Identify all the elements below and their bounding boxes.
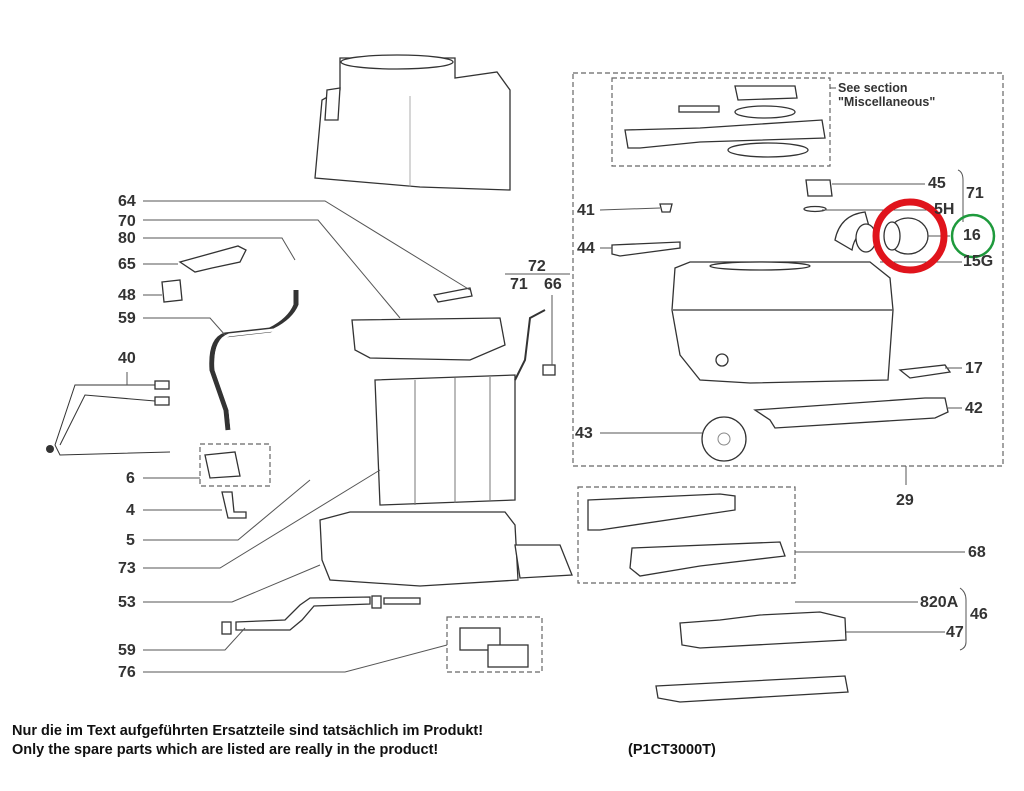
part-64	[432, 287, 473, 303]
label-76: 76	[118, 664, 136, 681]
part-66	[542, 364, 556, 376]
label-41: 41	[577, 202, 595, 219]
label-4: 4	[126, 502, 135, 519]
label-47: 47	[946, 624, 964, 641]
label-53: 53	[118, 594, 136, 611]
leader-lines	[126, 87, 967, 673]
label-5: 5	[126, 532, 135, 549]
notice-english: Only the spare parts which are listed ar…	[12, 742, 439, 758]
part-4	[221, 491, 247, 519]
hose-59-lower	[235, 596, 371, 631]
part-65	[178, 245, 247, 273]
label-43: 43	[575, 425, 593, 442]
top-cover-part	[314, 54, 511, 191]
label-46: 46	[970, 606, 988, 623]
label-72: 72	[528, 258, 546, 275]
part-45	[805, 179, 833, 197]
valve-6-part	[204, 451, 241, 479]
label-70: 70	[118, 213, 136, 230]
cover-68a-part	[587, 493, 736, 531]
highlight-red-circle	[872, 198, 948, 274]
base-tray-53	[319, 511, 519, 587]
group-76-box	[446, 616, 543, 673]
label-44: 44	[577, 240, 595, 257]
seal-15h-part	[883, 221, 901, 251]
label-71-center: 71	[510, 276, 528, 293]
label-68: 68	[968, 544, 986, 561]
label-15h: 5H	[934, 201, 955, 218]
label-65: 65	[118, 256, 136, 273]
label-15g: 15G	[963, 253, 994, 270]
clip-76b	[487, 644, 529, 668]
notice-german: Nur die im Text aufgeführten Ersatzteile…	[12, 723, 484, 739]
highlight-green-circle	[950, 213, 996, 259]
part-17	[898, 364, 952, 379]
wheel-43-part	[701, 416, 747, 462]
wiring-harness-40	[46, 380, 171, 456]
label-45: 45	[928, 175, 946, 192]
see-section-note-line2: "Miscellaneous"	[838, 95, 936, 109]
label-59-upper: 59	[118, 310, 136, 327]
see-section-note-line1: See section	[838, 81, 908, 95]
model-code: (P1CT3000T)	[628, 742, 716, 758]
pump-housing-73	[351, 317, 516, 506]
seat-assembly-part	[624, 85, 826, 158]
part-44	[611, 241, 681, 257]
label-48: 48	[118, 287, 136, 304]
label-59-lower: 59	[118, 642, 136, 659]
label-820a: 820A	[920, 594, 959, 611]
label-42: 42	[965, 400, 983, 417]
waste-tank-part	[671, 261, 894, 384]
group-6-box	[199, 443, 271, 487]
label-17: 17	[965, 360, 983, 377]
rail-47-part	[679, 611, 847, 649]
label-16: 16	[963, 227, 981, 244]
label-66: 66	[544, 276, 562, 293]
base-strip-part	[655, 675, 849, 703]
label-40: 40	[118, 350, 136, 367]
group-29-box	[572, 72, 1004, 467]
label-80: 80	[118, 230, 136, 247]
group-68-box	[577, 486, 796, 584]
label-6: 6	[126, 470, 135, 487]
cover-68b-part	[629, 541, 786, 577]
hose-59-upper	[209, 290, 299, 431]
label-29: 29	[896, 492, 914, 509]
label-73: 73	[118, 560, 136, 577]
part-48	[161, 279, 183, 303]
foot-part	[514, 544, 573, 579]
label-71: 71	[966, 185, 984, 202]
label-64: 64	[118, 193, 136, 210]
part-42-handle	[753, 397, 949, 429]
miscellaneous-box	[611, 77, 831, 167]
elbow-pipe-part	[834, 211, 877, 253]
part-41	[659, 203, 673, 213]
